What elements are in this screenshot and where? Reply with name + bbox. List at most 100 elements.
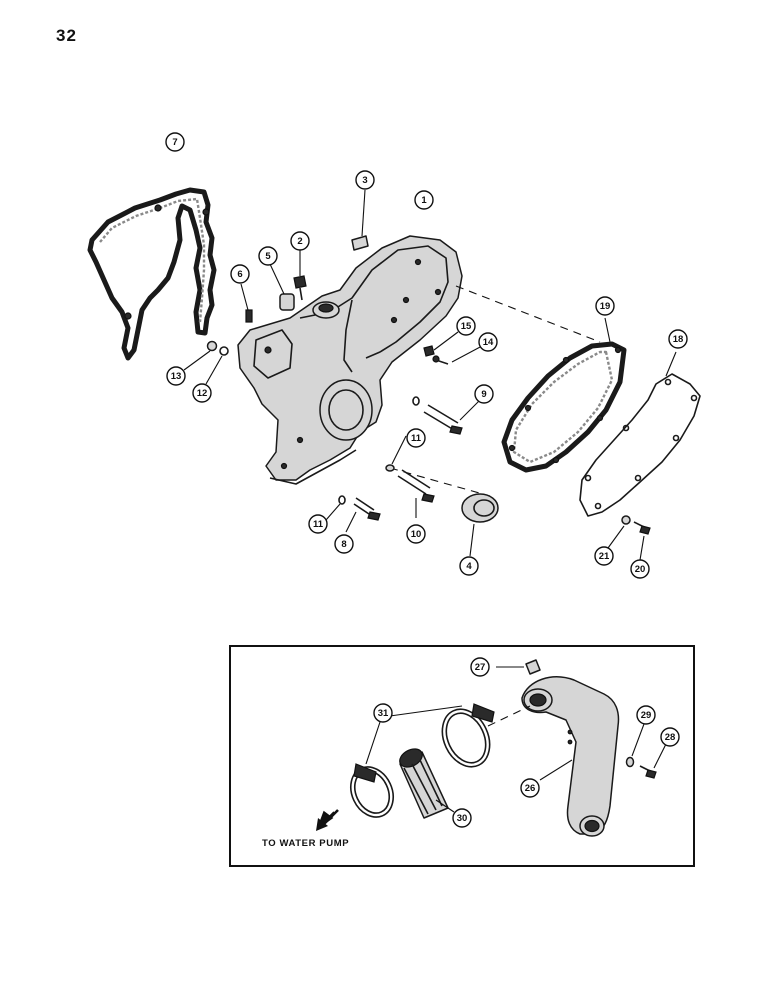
- callout-c5: 5: [258, 246, 278, 266]
- callout-bubble: [470, 657, 490, 677]
- callout-label: 13: [171, 371, 182, 382]
- bolt-washer-part-21-20: [607, 515, 651, 561]
- callout-c20: 20: [630, 559, 650, 579]
- callout-c15: 15: [456, 316, 476, 336]
- callout-label: 9: [481, 389, 486, 400]
- callout-label: 18: [673, 334, 684, 345]
- nut-washer-part-13-12: [183, 340, 229, 385]
- cover-plate-part-18: [579, 351, 701, 517]
- callout-c1: 1: [414, 190, 434, 210]
- callout-label: 21: [599, 551, 610, 562]
- inset-caption: TO WATER PUMP: [262, 838, 350, 849]
- timing-cover-housing-part-1: [237, 235, 463, 485]
- page-number: 32: [56, 26, 77, 45]
- callout-c4: 4: [459, 556, 479, 576]
- gasket-part-7: [87, 187, 217, 361]
- callout-c2: 2: [290, 231, 310, 251]
- callout-bubble: [230, 264, 250, 284]
- callout-label: 19: [600, 301, 611, 312]
- callout-c13: 13: [166, 366, 186, 386]
- callout-c30: 30: [452, 808, 472, 828]
- callout-bubble: [166, 366, 186, 386]
- pin-part-3: [351, 189, 369, 251]
- alignment-line-inset: [487, 705, 531, 727]
- callout-label: 28: [665, 732, 676, 743]
- callout-c27: 27: [470, 657, 490, 677]
- callout-c6: 6: [230, 264, 250, 284]
- hose-part-30: [399, 748, 455, 819]
- callout-bubble: [406, 524, 426, 544]
- washer-part-11-upper: [385, 435, 407, 472]
- callout-label: 12: [197, 388, 208, 399]
- callout-bubble: [406, 428, 426, 448]
- callout-c21: 21: [594, 546, 614, 566]
- callout-label: 26: [525, 783, 536, 794]
- callout-bubble: [474, 384, 494, 404]
- callout-c9: 9: [474, 384, 494, 404]
- callout-label: 2: [297, 236, 302, 247]
- callout-bubble: [355, 170, 375, 190]
- seal-part-4: [461, 493, 499, 557]
- callout-bubble: [668, 329, 688, 349]
- callout-label: 29: [641, 710, 652, 721]
- clamp-part-31-right: [441, 703, 495, 768]
- washer-screw-part-29-28: [625, 723, 667, 779]
- callout-bubble: [630, 559, 650, 579]
- callout-c28: 28: [660, 727, 680, 747]
- callout-label: 27: [475, 662, 486, 673]
- callout-c29: 29: [636, 705, 656, 725]
- callout-c18: 18: [668, 329, 688, 349]
- callout-bubble: [334, 534, 354, 554]
- callout-label: 1: [421, 195, 427, 206]
- callout-bubble: [459, 556, 479, 576]
- callout-label: 3: [362, 175, 367, 186]
- callout-bubble: [165, 132, 185, 152]
- callout-label: 7: [172, 137, 177, 148]
- bolt-part-9: [412, 396, 481, 435]
- nut-bolt-part-15-14: [423, 331, 483, 365]
- callout-bubble: [414, 190, 434, 210]
- callout-c8: 8: [334, 534, 354, 554]
- gasket-part-19: [501, 317, 627, 473]
- callout-bubble: [290, 231, 310, 251]
- bolt-part-2: [293, 250, 307, 301]
- callout-bubble: [660, 727, 680, 747]
- bushing-part-5: [269, 263, 295, 311]
- callout-label: 30: [457, 813, 468, 824]
- bolt-part-10: [397, 469, 435, 518]
- callout-label: 31: [378, 708, 389, 719]
- clamp-part-31-left: [350, 763, 394, 818]
- plug-part-27: [496, 659, 541, 675]
- callout-label: 20: [635, 564, 646, 575]
- callout-label: 6: [237, 269, 242, 280]
- callout-label: 4: [466, 561, 472, 572]
- leader-31-a: [365, 721, 381, 765]
- callout-label: 8: [341, 539, 346, 550]
- callout-c14: 14: [478, 332, 498, 352]
- alignment-line-top: [455, 285, 601, 343]
- arrow-to-water-pump: [316, 809, 339, 831]
- callout-c26: 26: [520, 778, 540, 798]
- callout-bubble: [452, 808, 472, 828]
- callout-label: 11: [313, 519, 324, 530]
- callout-bubble: [308, 514, 328, 534]
- callout-c10: 10: [406, 524, 426, 544]
- callout-bubble: [595, 296, 615, 316]
- callout-c12: 12: [192, 383, 212, 403]
- callout-bubble: [594, 546, 614, 566]
- callout-label: 10: [411, 529, 422, 540]
- callout-bubble: [520, 778, 540, 798]
- callout-c31: 31: [373, 703, 393, 723]
- leader-31-b: [389, 705, 463, 717]
- callout-bubble: [192, 383, 212, 403]
- callout-c19: 19: [595, 296, 615, 316]
- callout-bubble: [478, 332, 498, 352]
- water-tube-part-26: [521, 676, 620, 837]
- callout-layer: 1234567891011111213141518192021262728293…: [165, 132, 688, 828]
- dowel-part-6: [240, 283, 253, 323]
- inset-frame: [229, 645, 695, 867]
- callout-bubble: [373, 703, 393, 723]
- callout-bubble: [258, 246, 278, 266]
- callout-bubble: [456, 316, 476, 336]
